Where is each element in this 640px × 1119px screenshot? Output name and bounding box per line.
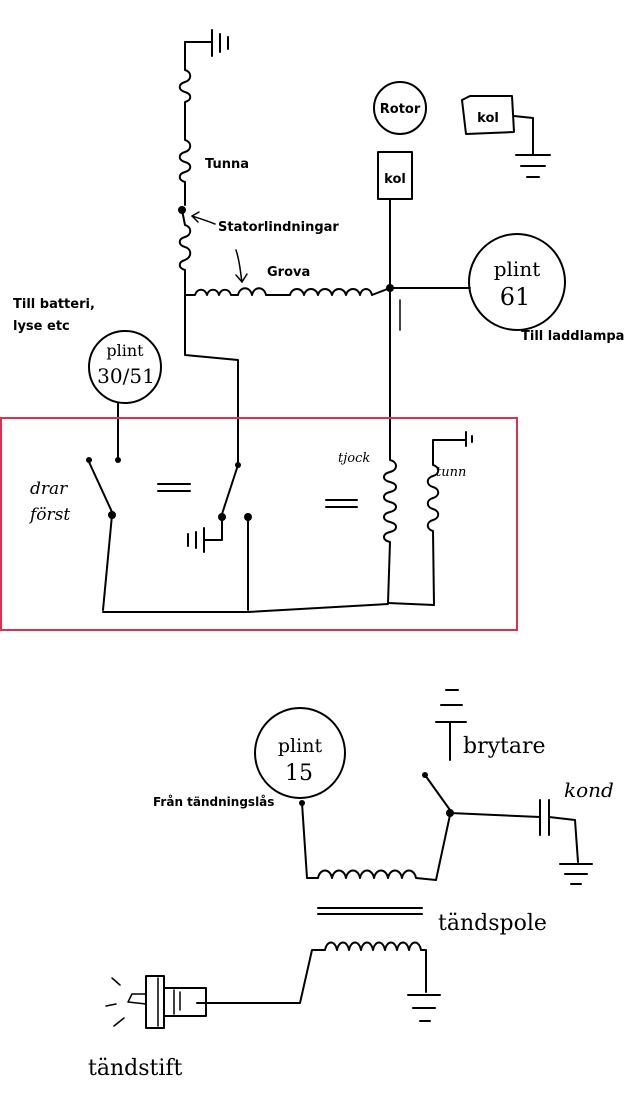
top-ground-symbol	[184, 29, 229, 57]
plint-30-51-terminal: plint 30/51	[88, 330, 162, 461]
stator-vertical-winding	[178, 41, 192, 296]
grova-label: Grova	[267, 265, 310, 280]
rotor: Rotor	[373, 81, 427, 135]
cutout-relay-contact	[86, 457, 121, 611]
till-batteri-label-line2: lyse etc	[13, 319, 70, 334]
plint-61-top-text: plint	[494, 257, 541, 281]
condenser	[449, 799, 593, 885]
plint-61-terminal: plint 61	[468, 233, 566, 331]
stator-wire-to-switch	[184, 294, 239, 463]
kol-top-label: kol	[477, 111, 499, 126]
ignition-secondary-circuit	[196, 941, 441, 1022]
till-laddlampa-label: Till laddlampa	[521, 329, 624, 344]
plint-15-top-text: plint	[278, 735, 323, 757]
tjock-label: tjock	[338, 451, 370, 466]
plint-61-bottom-text: 61	[500, 283, 531, 311]
drar-forst-label-line1: drar	[30, 479, 68, 499]
tunn-label: tunn	[436, 465, 466, 480]
voltage-regulator-contact	[187, 462, 252, 611]
plint-30-51-bottom-text: 30/51	[97, 364, 155, 388]
statorlindningar-arrow	[191, 211, 216, 225]
kond-label: kond	[564, 778, 614, 802]
linkage-marks	[157, 483, 358, 508]
grova-arrow	[235, 249, 248, 283]
tandspole-label: tändspole	[438, 911, 547, 936]
brytare-label: brytare	[463, 734, 546, 759]
rotor-label: Rotor	[380, 102, 421, 117]
plint-15-bottom-text: 15	[285, 761, 313, 786]
plint-30-51-top-text: plint	[106, 341, 144, 360]
kol-brush-mid: kol	[377, 151, 413, 200]
drar-forst-label-line2: först	[28, 505, 70, 525]
spark-plug	[105, 975, 207, 1029]
kol-mid-label: kol	[384, 172, 406, 187]
regulator-highlight-box	[0, 417, 518, 631]
grova-horizontal-winding	[184, 287, 391, 296]
plint-15-terminal: plint 15	[254, 707, 346, 806]
till-batteri-label-line1: Till batteri,	[13, 297, 95, 312]
tunna-label: Tunna	[205, 157, 249, 172]
regulator-bottom-bus	[102, 603, 389, 613]
main-b-plus-wire	[386, 198, 471, 451]
regulator-coils	[383, 431, 473, 606]
statorlindningar-label: Statorlindningar	[218, 220, 339, 235]
ignition-primary-circuit	[301, 802, 451, 881]
fran-tandningslas-label: Från tändningslås	[153, 795, 274, 809]
breaker-points	[422, 689, 467, 817]
ignition-coil-core	[317, 907, 423, 915]
tandstift-label: tändstift	[88, 1056, 183, 1081]
kol-brush-top: kol	[461, 95, 551, 178]
